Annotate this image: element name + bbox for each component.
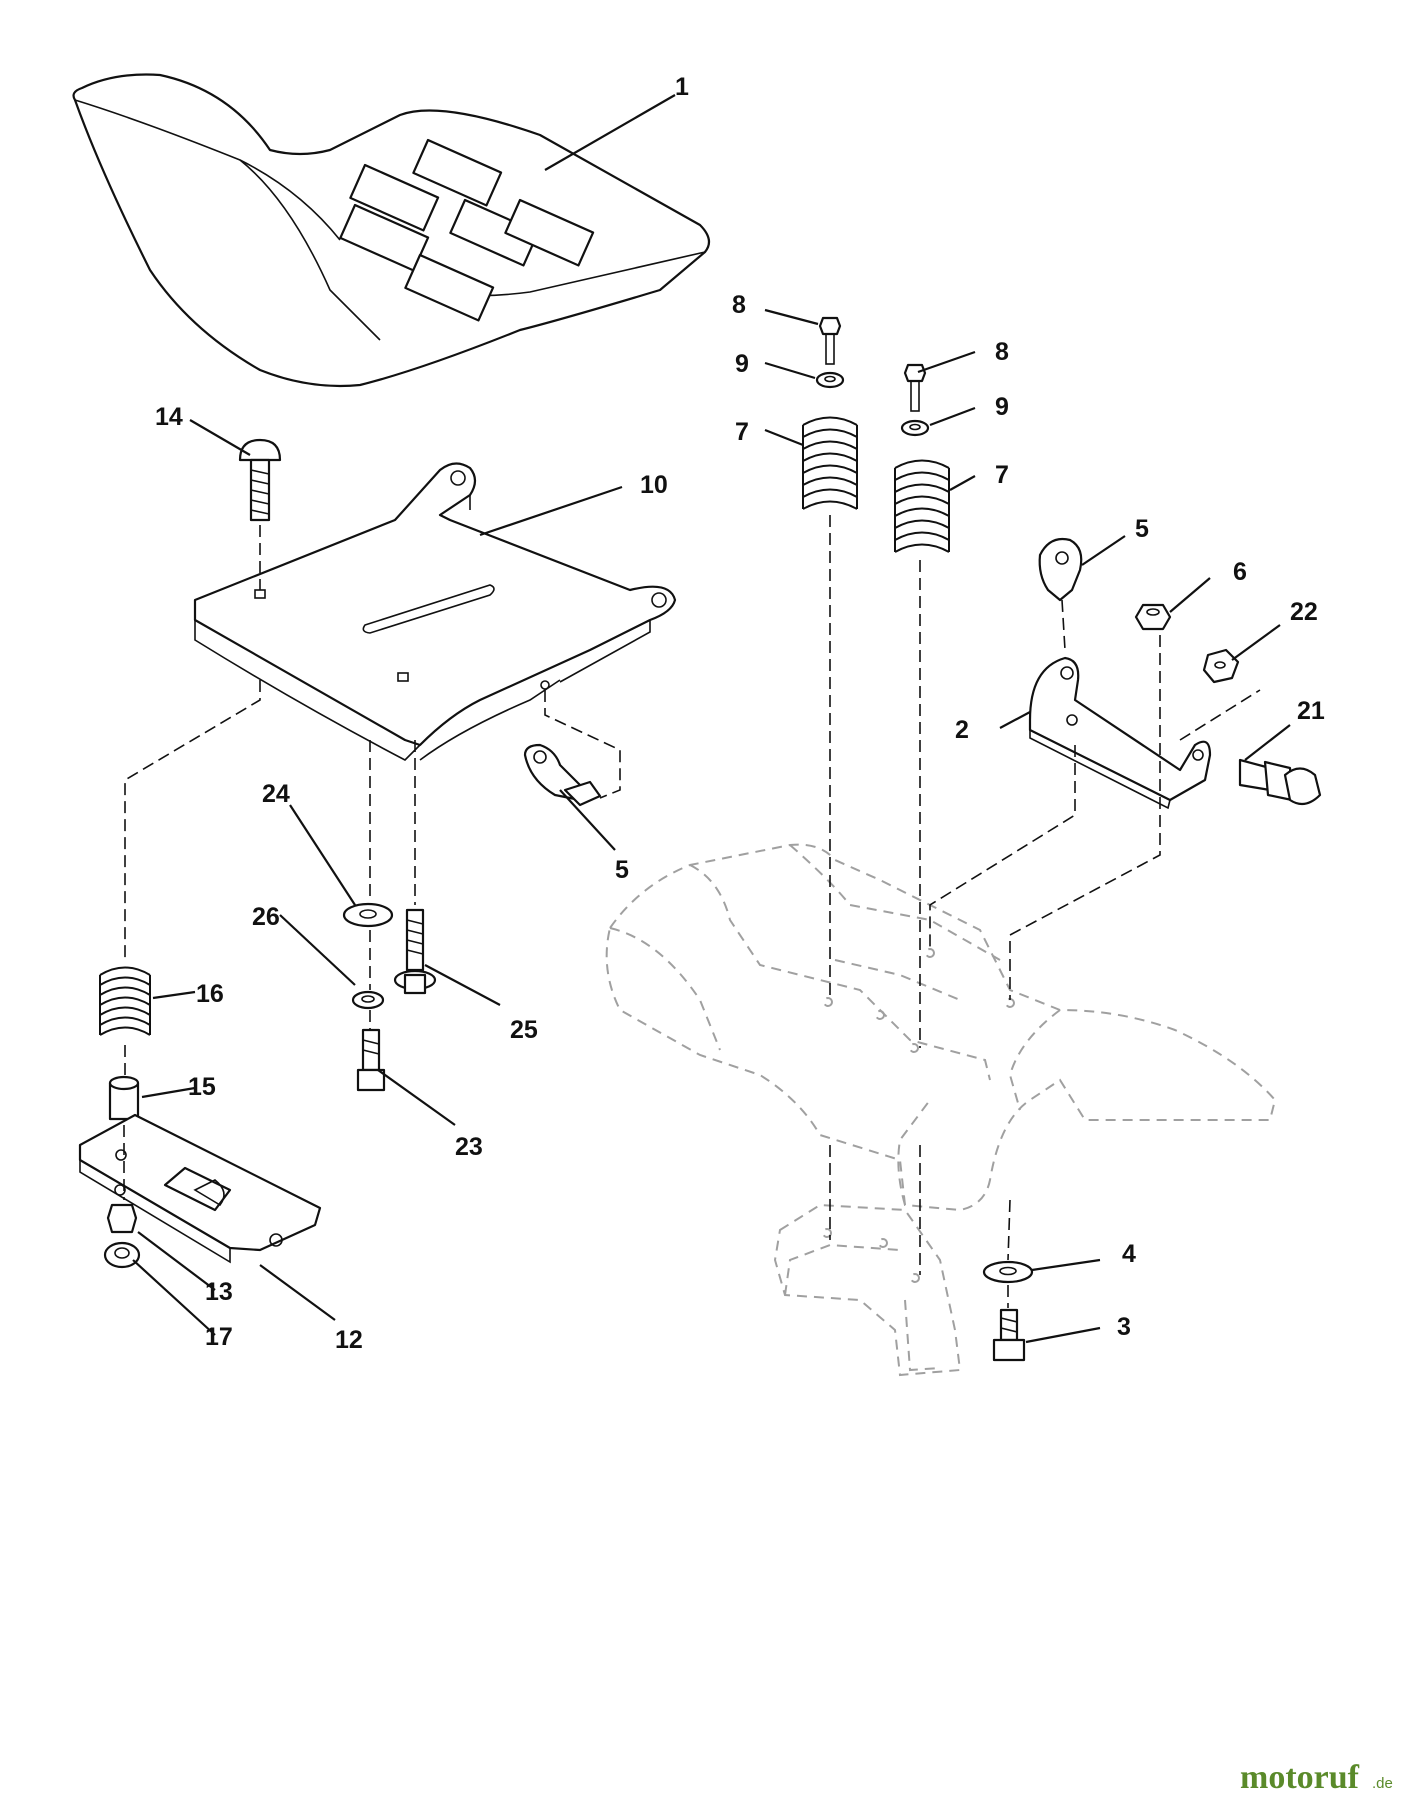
bolt-25 [393,908,437,995]
callout-10: 10 [640,471,668,499]
callout-22: 22 [1290,598,1318,626]
nut-13 [106,1203,138,1234]
callout-16: 16 [196,980,224,1008]
nut-22 [1202,648,1240,684]
watermark-tld: .de [1372,1775,1393,1792]
watermark-brand: motoruf [1240,1759,1360,1796]
callout-7-left: 7 [735,418,749,446]
callout-2: 2 [955,716,969,744]
knob-right [1038,537,1083,602]
bolt-21 [1238,758,1322,806]
callout-23: 23 [455,1133,483,1161]
callout-5-right: 5 [1135,515,1149,543]
washer-4 [982,1260,1034,1284]
callout-26: 26 [252,903,280,931]
callout-25: 25 [510,1016,538,1044]
seat-pan [193,462,677,761]
callout-13: 13 [205,1278,233,1306]
washer-24 [342,902,394,928]
spring-7-left [802,416,858,510]
callout-4: 4 [1122,1240,1136,1268]
watermark: motoruf .de [1240,1759,1393,1796]
spacer-15 [108,1075,140,1121]
callout-3: 3 [1117,1313,1131,1341]
bracket-2 [1028,656,1212,810]
bolt-3 [992,1308,1026,1362]
seat [72,73,711,388]
callout-9-left: 9 [735,350,749,378]
callout-8-left: 8 [732,291,746,319]
leader-lines [132,94,1291,1344]
washer-9-left [815,371,845,389]
callout-24: 24 [262,780,290,808]
mount-plate-12 [78,1113,322,1264]
callout-7-right: 7 [995,461,1009,489]
tractor-frame [605,843,1277,1377]
nut-17 [103,1241,141,1269]
spring-7-right [894,459,950,553]
callout-1: 1 [675,73,689,101]
knob-left [523,743,602,807]
assembly-guides [123,515,1261,1308]
bolt-23 [356,1028,386,1092]
bolt-8-right [903,363,927,412]
callout-6: 6 [1233,558,1247,586]
spring-16 [99,966,151,1036]
callout-12: 12 [335,1326,363,1354]
washer-9-right [900,419,930,437]
callout-8-right: 8 [995,338,1009,366]
lockwasher-26 [351,990,385,1010]
callout-17: 17 [205,1323,233,1351]
bolt-8-left [818,316,842,365]
callout-labels: 1 2 3 4 5 5 6 7 7 8 8 9 9 10 12 13 14 15… [155,73,1325,1354]
nut-6 [1134,603,1172,631]
callout-5-left: 5 [615,856,629,884]
callout-21: 21 [1297,697,1325,725]
callout-15: 15 [188,1073,216,1101]
carriage-bolt [238,438,282,522]
callout-9-right: 9 [995,393,1009,421]
callout-14: 14 [155,403,183,431]
